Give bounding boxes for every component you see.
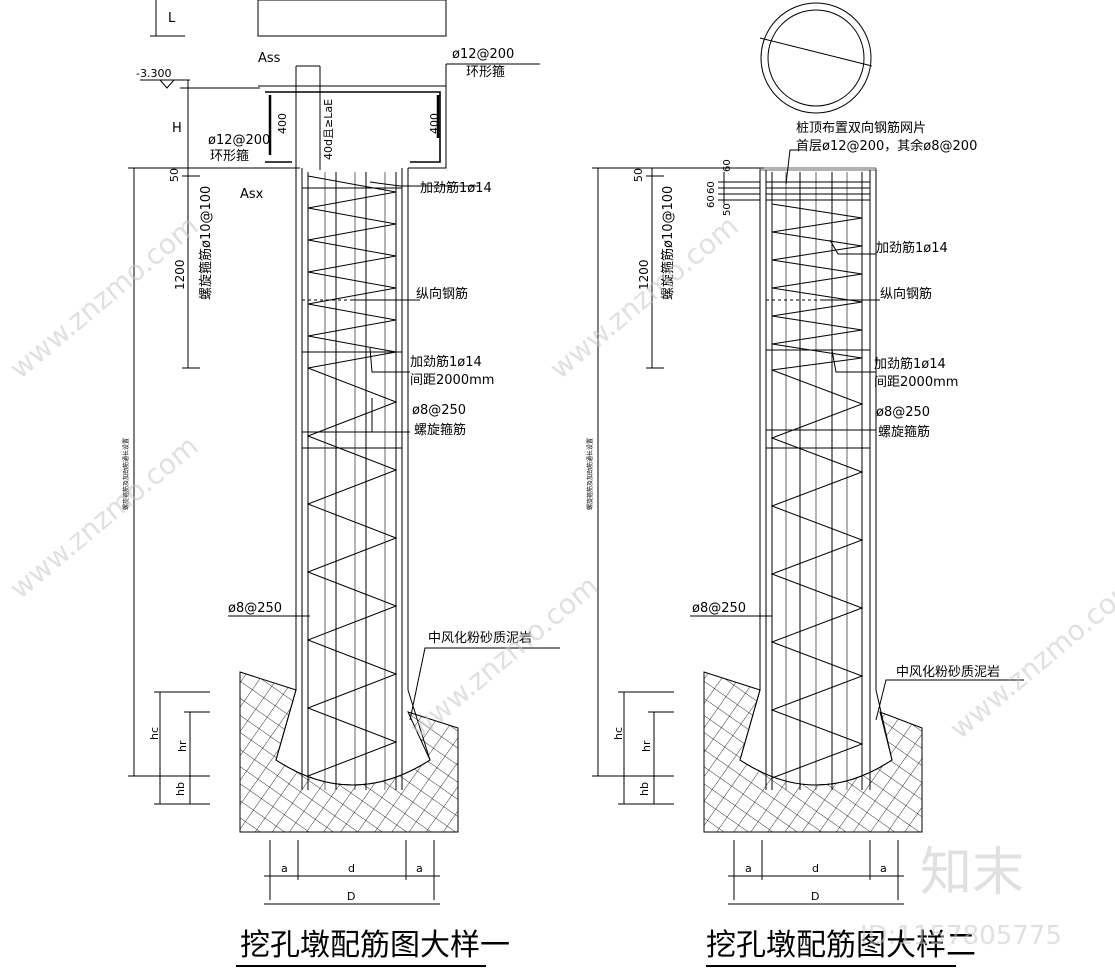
- dim-hc: hc: [148, 727, 161, 740]
- rock-stratum: [239, 671, 459, 833]
- spiral-stirrup-dense-2: [771, 203, 863, 371]
- dim-d-2: d: [812, 862, 819, 875]
- detail-2: [592, 2, 1024, 967]
- stiffener-label-2-2: 加劲筋1ø14: [874, 356, 946, 372]
- stiffener-label-2: 加劲筋1ø14: [410, 354, 482, 370]
- watermarks: www.znzmo.com www.znzmo.com www.znzmo.co…: [3, 209, 1115, 951]
- dim-50b: 50: [722, 203, 733, 216]
- spiral-stirrup-2: [770, 369, 864, 779]
- asx-label: Asx: [240, 187, 264, 202]
- vertical-note-2: 螺旋箍筋及加劲筋通长设置: [586, 438, 594, 510]
- spiral-stirrup: [306, 367, 398, 777]
- dim-hr: hr: [176, 740, 189, 752]
- longitudinal-bar-label: 纵向钢筋: [416, 286, 468, 302]
- dim-50: 50: [168, 168, 181, 182]
- dim-1200-2: 1200: [637, 259, 651, 290]
- dim-60c: 60: [706, 195, 717, 208]
- detail-2-title: 挖孔墩配筋图大样二: [706, 928, 976, 963]
- dim-d: d: [348, 862, 355, 875]
- detail-1-title: 挖孔墩配筋图大样一: [240, 928, 510, 963]
- mesh-note-1: 桩顶布置双向钢筋网片: [796, 120, 926, 136]
- ring-top-spec: ø12@200: [452, 47, 514, 62]
- spiral-dense-label-2: 螺旋箍筋ø10@100: [660, 186, 676, 300]
- dim-1200: 1200: [173, 259, 187, 290]
- detail-1: [128, 0, 560, 967]
- dim-d-outer-2: D: [811, 890, 819, 903]
- watermark-site-2: www.znzmo.com: [3, 429, 204, 605]
- dim-60a: 60: [722, 159, 733, 172]
- rock-label-2: 中风化粉砂质泥岩: [896, 665, 1000, 680]
- dim-hb-2: hb: [638, 782, 651, 796]
- detail-1-labels: L -3.300 H Ass Asx ø12@200 环形箍 ø12@200 环…: [122, 11, 532, 963]
- spiral-spec: ø8@250: [412, 403, 466, 418]
- watermark-id: ID:1157805775: [860, 921, 1062, 951]
- spiral-name: 螺旋箍筋: [414, 422, 466, 438]
- stiffener-label-1: 加劲筋1ø14: [420, 180, 492, 196]
- spiral-name-2: 螺旋箍筋: [878, 424, 930, 440]
- dim-400b: 400: [428, 113, 441, 134]
- upper-column: [257, 0, 447, 37]
- dim-50-2: 50: [632, 168, 645, 182]
- rock-label: 中风化粉砂质泥岩: [428, 631, 532, 646]
- lower-spiral-spec-2: ø8@250: [692, 601, 746, 616]
- ring-left-spec: ø12@200: [208, 133, 270, 148]
- spiral-spec-2: ø8@250: [876, 405, 930, 420]
- pile-section: [760, 2, 872, 114]
- cap-ring-stirrup: [265, 91, 441, 163]
- stiffener-spacing-2: 间距2000mm: [874, 375, 958, 390]
- spiral-stirrup-dense: [307, 175, 397, 369]
- ring-top-name: 环形箍: [466, 64, 505, 80]
- dim-hr-2: hr: [640, 740, 653, 752]
- dim-400a: 400: [276, 113, 289, 134]
- mesh-note-2: 首层ø12@200，其余ø8@200: [796, 138, 977, 154]
- detail-2-labels: 桩顶布置双向钢筋网片 首层ø12@200，其余ø8@200 50 60 60 6…: [586, 120, 1000, 963]
- vertical-note: 螺旋箍筋及加劲筋通长设置: [122, 438, 130, 510]
- elevation-label: -3.300: [136, 67, 171, 80]
- dim-a-right: a: [416, 862, 423, 875]
- dim-a-left: a: [281, 862, 288, 875]
- stiffener-label-1-2: 加劲筋1ø14: [876, 240, 948, 256]
- stiffener-spacing: 间距2000mm: [410, 373, 494, 388]
- lower-spiral-spec: ø8@250: [228, 601, 282, 616]
- dim-60b: 60: [706, 181, 717, 194]
- dim-a-left-2: a: [745, 862, 752, 875]
- dim-hc-2: hc: [612, 727, 625, 740]
- dim-a-right-2: a: [880, 862, 887, 875]
- pile-bell: [275, 689, 431, 786]
- ass-label: Ass: [258, 51, 281, 66]
- anchorage-label: 40d且≥LaE: [322, 99, 335, 160]
- longitudinal-bar-label-2: 纵向钢筋: [880, 286, 932, 302]
- watermark-site-5: www.znzmo.com: [943, 569, 1115, 745]
- rock-stratum-2: [703, 671, 923, 833]
- watermark-site-1: www.znzmo.com: [3, 209, 204, 385]
- dim-l: L: [168, 11, 176, 26]
- watermark-site-4: www.znzmo.com: [403, 569, 604, 745]
- dim-d-outer: D: [347, 890, 355, 903]
- dim-hb: hb: [174, 782, 187, 796]
- spiral-dense-label: 螺旋箍筋ø10@100: [198, 186, 214, 300]
- watermark-site-3: www.znzmo.com: [543, 209, 744, 385]
- ring-left-name: 环形箍: [210, 148, 249, 164]
- dim-h: H: [172, 121, 182, 136]
- watermark-brand: 知末: [920, 843, 1024, 903]
